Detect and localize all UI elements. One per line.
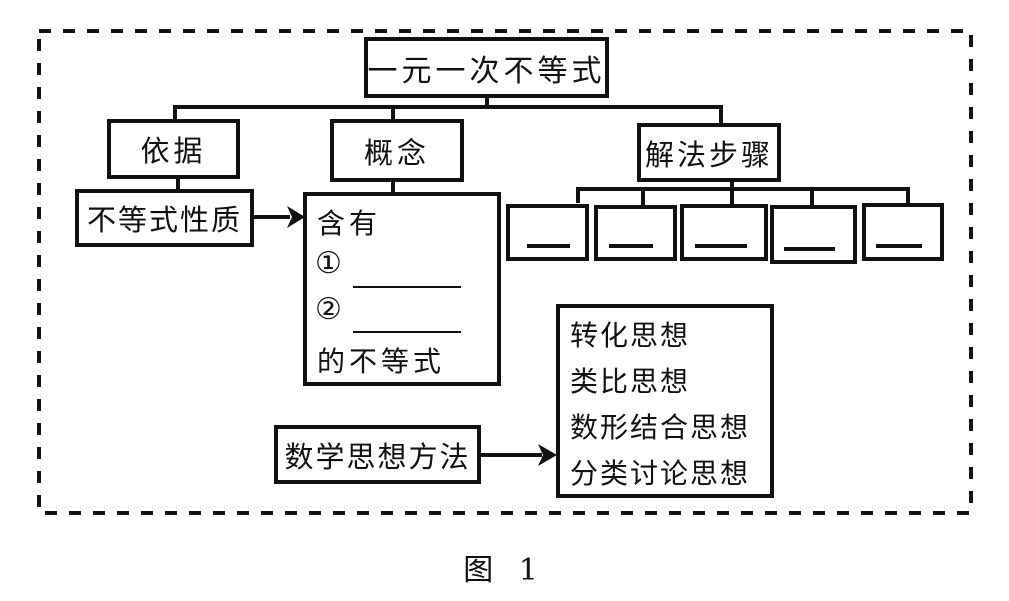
step-box-3 <box>680 204 768 261</box>
methods-list-node: 转化思想 类比思想 数形结合思想 分类讨论思想 <box>556 304 774 498</box>
root-label: 一元一次不等式 <box>367 53 606 89</box>
concept-line-inequality: 的不等式 <box>317 345 446 378</box>
step-blank-1[interactable] <box>527 244 570 248</box>
method-item: 数形结合思想 <box>570 411 751 444</box>
concept-blank-2[interactable] <box>353 331 461 333</box>
concept-label: 概念 <box>363 135 430 170</box>
concept-line-contains: 含有 <box>317 207 382 240</box>
step-blank-5[interactable] <box>876 244 922 248</box>
figure-caption: 图 1 <box>463 553 546 588</box>
inequality-property-label: 不等式性质 <box>86 203 242 237</box>
step-box-4 <box>770 205 857 264</box>
step-box-1 <box>506 204 589 261</box>
concept-marker-1: ① <box>315 246 346 281</box>
concept-blank-1[interactable] <box>353 286 461 288</box>
root-node: 一元一次不等式 <box>364 37 609 98</box>
step-box-5 <box>862 203 944 261</box>
steps-label: 解法步骤 <box>644 137 773 172</box>
basis-label: 依据 <box>140 134 207 168</box>
method-item: 转化思想 <box>570 319 691 352</box>
step-box-2 <box>594 205 677 261</box>
inequality-property-node: 不等式性质 <box>75 189 254 247</box>
math-methods-node: 数学思想方法 <box>274 425 481 484</box>
concept-node: 概念 <box>330 119 464 182</box>
dashed-frame <box>37 29 973 515</box>
basis-node: 依据 <box>107 119 240 179</box>
steps-node: 解法步骤 <box>637 123 781 182</box>
step-blank-3[interactable] <box>695 244 747 248</box>
concept-marker-2: ② <box>315 292 346 327</box>
method-item: 分类讨论思想 <box>570 457 751 490</box>
arrow-property-head <box>287 206 305 228</box>
arrow-methods-head <box>538 444 557 466</box>
step-blank-2[interactable] <box>609 244 653 248</box>
step-blank-4[interactable] <box>784 247 835 251</box>
method-item: 类比思想 <box>570 365 691 398</box>
math-methods-label: 数学思想方法 <box>284 439 471 474</box>
concept-content-node: 含有 ① ② 的不等式 <box>303 192 501 386</box>
